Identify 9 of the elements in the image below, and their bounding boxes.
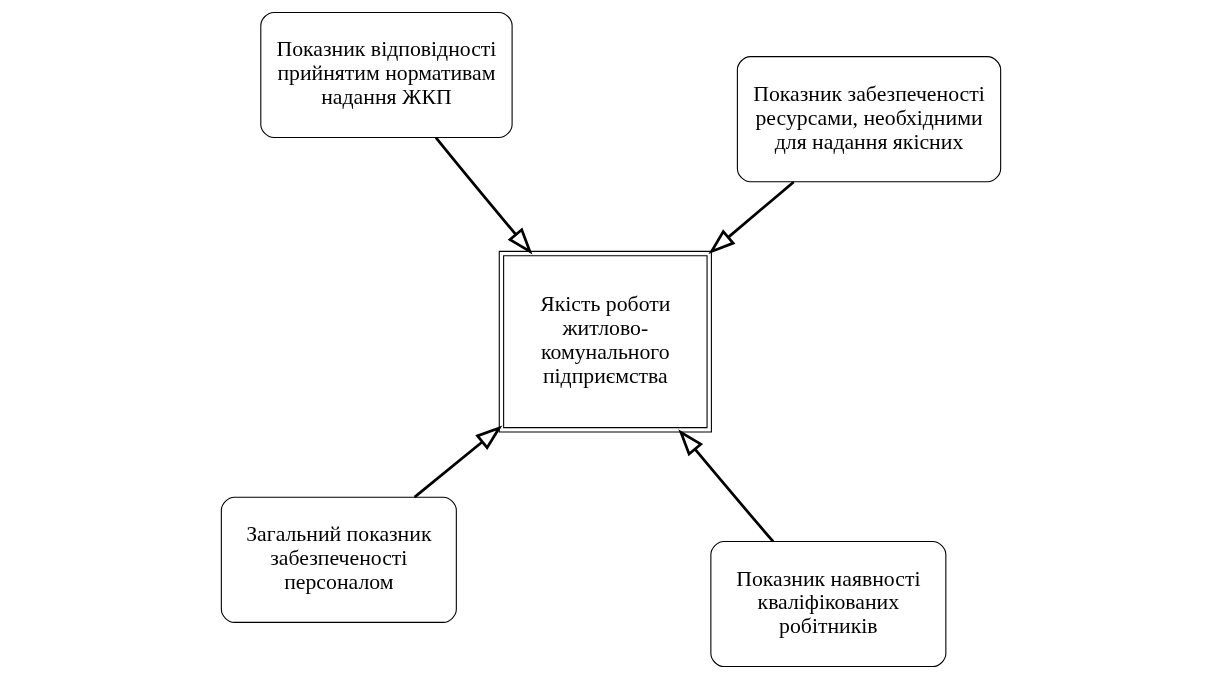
node-box: Показник відповідності прийнятим нормативам надання ЖКП bbox=[260, 11, 513, 139]
node-box: Показник наявності кваліфікованих робітників bbox=[710, 540, 947, 668]
node-box: Якість роботи житлово-комунального підприємства bbox=[498, 250, 712, 433]
arrow bbox=[413, 425, 503, 499]
node-box: Показник забезпеченості ресурсами, необхідними для надання якісних bbox=[736, 56, 1002, 183]
arrow bbox=[678, 429, 775, 543]
node-box: Загальний показник забезпеченості персоналом bbox=[220, 496, 457, 623]
arrow bbox=[708, 180, 795, 255]
arrow bbox=[434, 136, 533, 255]
